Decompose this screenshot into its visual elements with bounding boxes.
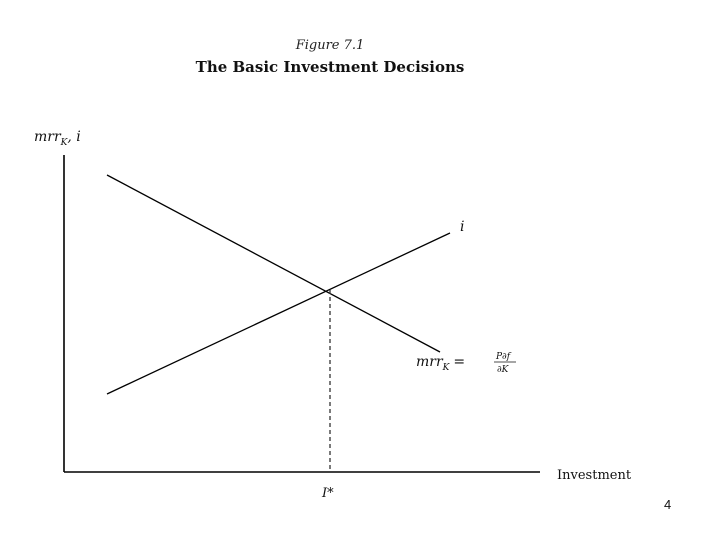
figure-label: Figure 7.1 <box>295 38 365 53</box>
interest-rate-curve <box>106 232 451 395</box>
page-number: 4 <box>664 497 672 512</box>
interest-rate-label: i <box>460 219 464 235</box>
figure-title: The Basic Investment Decisions <box>195 58 465 76</box>
y-axis-label: mrrK, i <box>34 129 81 148</box>
svg-text:mrrK=: mrrK= <box>416 354 465 373</box>
mrr-label: mrrK= P∂f ∂K <box>416 352 516 375</box>
mrr-label-numerator: P∂f <box>495 352 512 362</box>
equilibrium-investment-label: I* <box>321 486 334 501</box>
mrr-label-denominator: ∂K <box>497 365 510 375</box>
mrr-curve <box>106 174 441 353</box>
x-axis-label: Investment <box>557 468 632 483</box>
